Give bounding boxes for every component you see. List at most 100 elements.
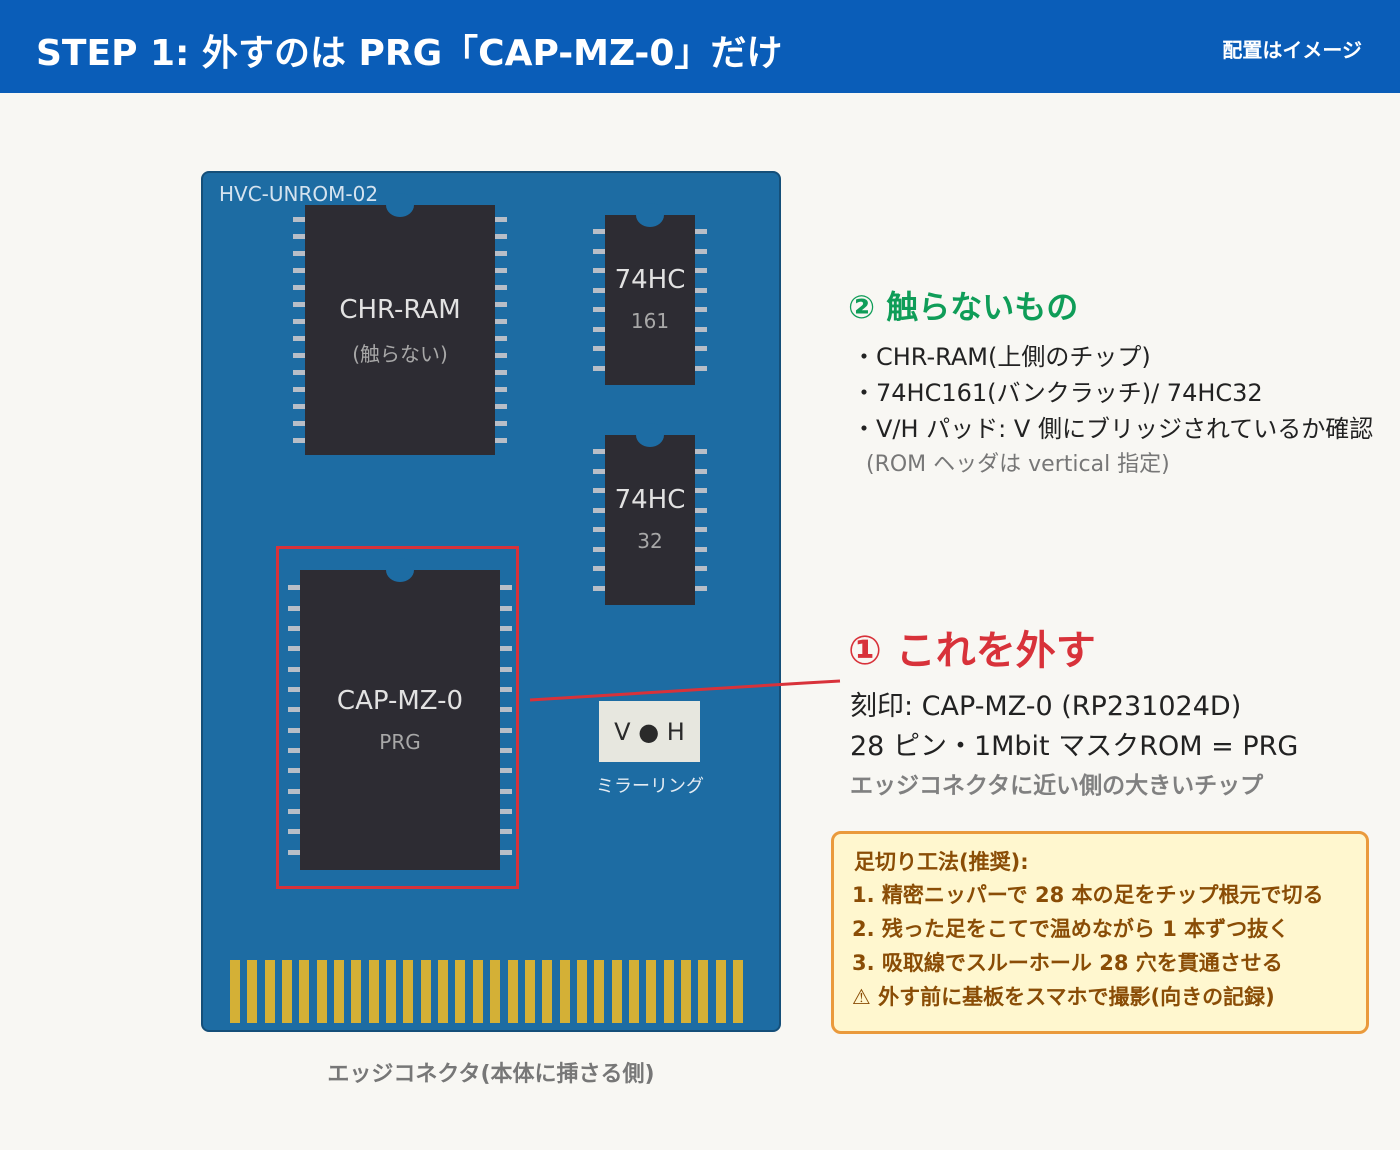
edge-finger [524, 960, 535, 1023]
chip-pin [695, 248, 707, 254]
chip-pin [293, 268, 305, 273]
chip-pin [593, 229, 605, 235]
chip-pin [288, 788, 300, 794]
chip-pin [495, 285, 507, 290]
chip-pin [500, 768, 512, 774]
chip-pin [495, 268, 507, 273]
chip-pin [695, 449, 707, 455]
chip-pin [288, 768, 300, 774]
section1-note: エッジコネクタに近い側の大きいチップ [850, 773, 1264, 799]
edge-finger [542, 960, 553, 1023]
chip-pin [495, 319, 507, 324]
chip-pin [293, 404, 305, 409]
chip-pin [288, 666, 300, 672]
chip-prg-cap-mz-0: CAP-MZ-0 PRG [288, 558, 512, 870]
chip-pin [695, 566, 707, 572]
chip-chr-ram: CHR-RAM (触らない) [293, 193, 507, 455]
chip-sublabel: (触らない) [352, 342, 448, 366]
chip-pin [495, 302, 507, 307]
chip-pin [593, 248, 605, 254]
edge-finger [230, 960, 240, 1023]
chip-pin [593, 326, 605, 332]
header-note: 配置はイメージ [1222, 38, 1362, 62]
chip-pins-right [695, 435, 707, 605]
edge-finger [299, 960, 310, 1023]
chip-pin [495, 217, 507, 222]
edge-finger [334, 960, 345, 1023]
chip-notch [386, 558, 414, 582]
edge-finger [594, 960, 605, 1023]
chip-pin [500, 585, 512, 591]
chip-74hc32: 74HC 32 [593, 423, 707, 605]
edge-connector-caption: エッジコネクタ(本体に挿さる側) [327, 1062, 655, 1087]
chip-pin [500, 646, 512, 652]
chip-pin [293, 319, 305, 324]
chip-pin [695, 229, 707, 235]
chip-pins-right [500, 570, 512, 870]
section1-title: ① これを外す [848, 628, 1096, 674]
page-title: STEP 1: 外すのは PRG「CAP-MZ-0」だけ [36, 33, 783, 74]
edge-finger [351, 960, 362, 1023]
method-warning: ⚠ 外す前に基板をスマホで撮影(向きの記録) [852, 985, 1275, 1009]
chip-pin [500, 605, 512, 611]
edge-finger [420, 960, 431, 1023]
chip-pin [293, 217, 305, 222]
edge-finger [438, 960, 449, 1023]
chip-pin [288, 727, 300, 733]
edge-finger [611, 960, 622, 1023]
edge-finger [264, 960, 275, 1023]
chip-pin [495, 387, 507, 392]
chip-pin [495, 370, 507, 375]
edge-finger [732, 960, 743, 1023]
chip-pin [293, 438, 305, 443]
chip-sublabel: 32 [637, 529, 663, 553]
chip-pin [695, 365, 707, 371]
edge-finger [628, 960, 639, 1023]
mirroring-caption: ミラーリング [596, 776, 704, 797]
chip-sublabel: PRG [379, 730, 421, 754]
header-bar: STEP 1: 外すのは PRG「CAP-MZ-0」だけ 配置はイメージ [0, 0, 1400, 93]
chip-pin [695, 326, 707, 332]
edge-finger [507, 960, 518, 1023]
chip-label: CAP-MZ-0 [336, 686, 464, 716]
chip-pin [293, 234, 305, 239]
chip-pin [495, 234, 507, 239]
prg-highlight-frame [276, 546, 519, 889]
chip-pin [593, 468, 605, 474]
mirroring-pad: V ● H [599, 701, 700, 762]
chip-pin [293, 387, 305, 392]
chip-pin [288, 605, 300, 611]
edge-finger [715, 960, 726, 1023]
chip-pin [695, 507, 707, 513]
chip-pin [495, 421, 507, 426]
chip-pin [500, 686, 512, 692]
chip-pin [593, 287, 605, 293]
chip-pins-left [293, 205, 305, 455]
chip-pin [288, 625, 300, 631]
chip-pin [500, 788, 512, 794]
chip-pin [293, 302, 305, 307]
edge-finger [455, 960, 466, 1023]
chip-pin [500, 727, 512, 733]
edge-finger [559, 960, 570, 1023]
chip-pin [495, 353, 507, 358]
chip-pin [593, 566, 605, 572]
chip-pin [500, 747, 512, 753]
method-box: 足切り工法(推奨): 1. 精密ニッパーで 28 本の足をチップ根元で切る 2.… [831, 831, 1369, 1034]
section2-title: ② 触らないもの [848, 288, 1079, 326]
chip-pin [293, 370, 305, 375]
edge-finger [282, 960, 293, 1023]
chip-pin [593, 488, 605, 494]
edge-finger [698, 960, 709, 1023]
chip-pin [695, 585, 707, 591]
chip-pin [500, 625, 512, 631]
chip-pin [593, 585, 605, 591]
chip-pin [695, 468, 707, 474]
chip-pin [593, 346, 605, 352]
list-item: ・CHR-RAM(上側のチップ) [852, 343, 1151, 371]
chip-marking: 刻印: CAP-MZ-0 (RP231024D) [850, 691, 1242, 722]
chip-pin [593, 449, 605, 455]
chip-pin [695, 346, 707, 352]
chip-pin [500, 829, 512, 835]
chip-pin [288, 829, 300, 835]
